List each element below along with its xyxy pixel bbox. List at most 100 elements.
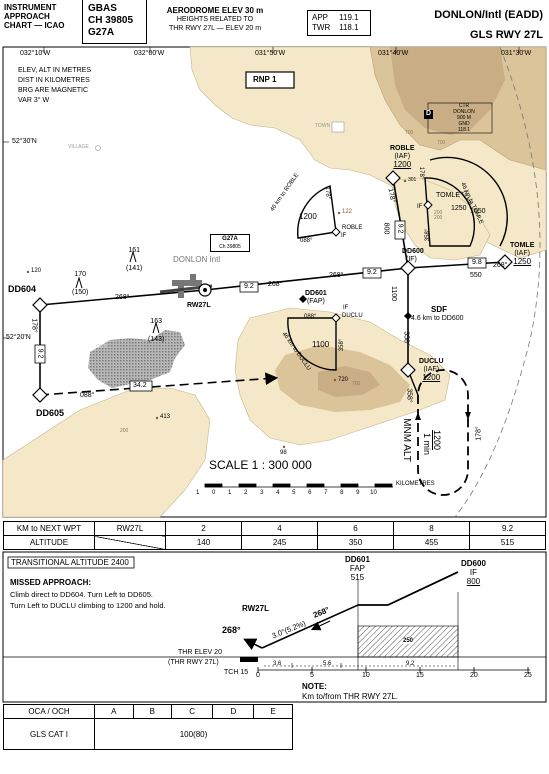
- lon-label: 032°10'W: [20, 50, 51, 57]
- tomle-200: 200: [434, 210, 443, 216]
- grid-ticks: [3, 47, 520, 339]
- spot-height: 122: [342, 209, 353, 215]
- tomle-outer-arc: [429, 156, 508, 247]
- freq-value: 118.1: [339, 23, 359, 32]
- scale-ticks: 1 0 1 2 3 4 5 6 7 8 9 10: [196, 490, 377, 496]
- approach-arrow: [310, 620, 331, 631]
- dd600-label: DD600 (IF): [402, 248, 424, 264]
- contour-label: 700: [405, 130, 414, 136]
- village-label: VILLAGE: [68, 144, 89, 150]
- obstacle-symbols: [75, 250, 160, 334]
- ctr-mark-box: [424, 110, 433, 119]
- lon-label: 031°50'W: [255, 50, 286, 57]
- ctr-mark: D: [426, 110, 432, 117]
- roble-fix-label: ROBLE: [342, 225, 363, 231]
- procedure-name: GLS RWY 27L: [470, 29, 543, 41]
- ctr-line: 118.1: [457, 127, 471, 133]
- town-label: TOWN: [315, 123, 331, 129]
- ctr-line: 900 M: [457, 115, 471, 121]
- waypoint-role: (FAP): [306, 298, 325, 305]
- scale-tick: 1: [196, 490, 200, 496]
- profile-axis-ticks: [257, 667, 529, 673]
- leg-distance: 9.8: [472, 259, 482, 266]
- freq-value: 119.1: [339, 13, 359, 22]
- table-row: ALTITUDE 140 245 350 455 515: [3, 535, 546, 550]
- bearing-label: 268°: [268, 281, 283, 288]
- sdf-note: 4.6 km to DD600: [411, 315, 464, 322]
- leg-distance: 9.2: [244, 283, 254, 290]
- duclu-if-mark: [331, 313, 341, 323]
- scale-tick: 2: [244, 490, 248, 496]
- leg-distance: 34.2: [133, 382, 147, 389]
- dd604-label: DD604: [8, 284, 37, 294]
- minima-value: 100(80): [94, 718, 293, 750]
- duclu-if-label: IF: [343, 305, 349, 311]
- chart-id-line: CH 39805: [88, 15, 134, 26]
- hold-arrow: [415, 412, 421, 420]
- tomle-hold-alt: 1250: [451, 205, 467, 212]
- sdf-mark: [404, 312, 412, 320]
- spot-height: 301: [408, 177, 417, 183]
- ctr-line: GND: [458, 121, 470, 127]
- freq-name: APP: [312, 13, 329, 22]
- obstacle-bottom: (141): [126, 265, 143, 272]
- scale-tick: 7: [324, 490, 328, 496]
- obstacle-top: 161: [128, 247, 141, 254]
- freq-twr: TWR 118.1: [312, 23, 359, 33]
- aerodrome-elev-line: AERODROME ELEV 30 m: [166, 6, 264, 15]
- tomle-if-label: IF: [417, 204, 423, 210]
- roble-hold-out: 088°: [300, 238, 313, 244]
- chart-id-line: GBAS: [88, 3, 117, 14]
- missed-approach-arrow: [243, 638, 263, 651]
- minima-header-cell: OCA / OCH: [3, 704, 95, 719]
- map-note: VAR 3° W: [18, 97, 50, 104]
- missed-hold: [417, 369, 469, 496]
- waypoint-name: TOMLE: [510, 242, 535, 249]
- lon-label: 031°40'W: [378, 50, 409, 57]
- chart-type-line: INSTRUMENT: [4, 3, 57, 12]
- map-labels: 032°10'W 032°00'W 031°50'W 031°40'W 031°…: [6, 50, 535, 496]
- rw27l-center: [203, 288, 207, 292]
- waypoint-symbols: [32, 170, 513, 403]
- obstacle-top: 170: [74, 271, 87, 278]
- distance-altitude-table: KM to NEXT WPT RW27L 2 4 6 8 9.2 ALTITUD…: [3, 521, 546, 550]
- profile-frame: [2, 551, 547, 703]
- airport-name: DONLON/Intl (EADD): [434, 9, 543, 21]
- leg-altitude: 550: [470, 272, 482, 279]
- duclu-hold-out: 088°: [304, 314, 317, 320]
- tomle-sector: [424, 177, 476, 247]
- scale-tick: 8: [340, 490, 344, 496]
- duclu-fix-label: DUCLU: [342, 313, 363, 319]
- obstacle-bottom: (143): [148, 336, 165, 343]
- rnp-label: RNP 1: [253, 75, 277, 84]
- minima-row-label: GLS CAT I: [3, 718, 95, 750]
- rnp-box: [245, 71, 295, 89]
- scale-tick: 6: [308, 490, 312, 496]
- waypoint-name: ROBLE: [390, 145, 415, 152]
- chart-type-line: APPROACH: [4, 12, 50, 21]
- scale-tick: 5: [292, 490, 296, 496]
- table-cell: 140: [165, 535, 242, 550]
- waypoint-alt: 1250: [513, 257, 532, 266]
- transition-box: [7, 556, 135, 569]
- waypoint-alt: 1200: [422, 373, 441, 382]
- bearing-label: 268°: [115, 294, 130, 301]
- map-notes: ELEV, ALT IN METRES DIST IN KILOMETRES B…: [18, 66, 91, 106]
- roble-label: ROBLE (IAF) 1200: [390, 145, 415, 169]
- rw27l-label: RW27L: [187, 302, 211, 309]
- terrain-southwest: [2, 387, 211, 518]
- town-area: [331, 121, 345, 133]
- frequency-box: APP 119.1 TWR 118.1: [307, 10, 371, 36]
- scale-label: SCALE 1 : 300 000: [209, 458, 312, 472]
- bearing-label: 268°: [329, 272, 344, 279]
- g27a-line: Ch 39805: [219, 244, 241, 250]
- lat-label: 52°30'N: [12, 138, 37, 145]
- waypoint-name: DUCLU: [419, 358, 444, 365]
- spot-height: 98: [280, 450, 287, 456]
- scale-unit: KILOMETRES: [396, 481, 435, 487]
- freq-name: TWR: [312, 23, 331, 32]
- waypoint-alt: 1200: [393, 160, 412, 169]
- table-row: OCA / OCH A B C D E: [3, 704, 293, 719]
